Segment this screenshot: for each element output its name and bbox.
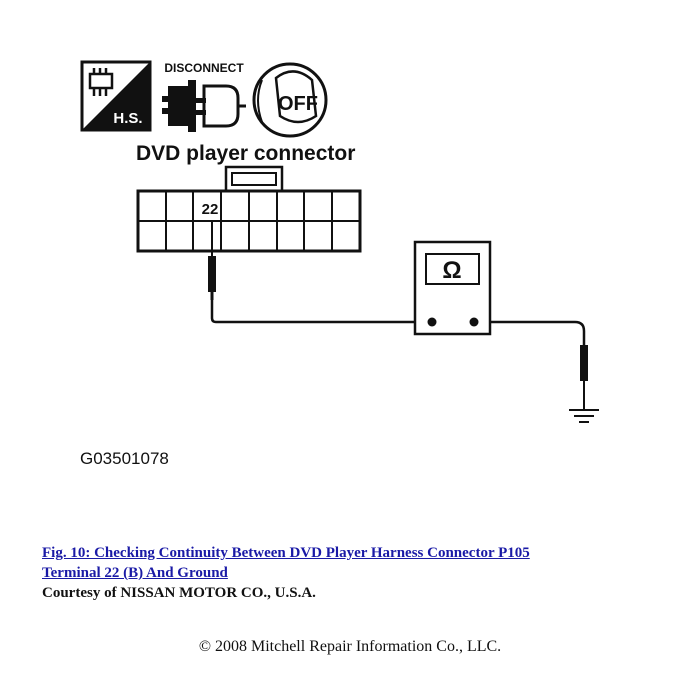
dvd-player-connector (136, 165, 362, 253)
meter-terminal-left (427, 317, 437, 327)
disconnect-icon: DISCONNECT (162, 61, 246, 132)
caption-link-line2[interactable]: Terminal 22 (B) And Ground (42, 565, 228, 581)
wire-to-meter (210, 300, 432, 324)
disconnect-label: DISCONNECT (164, 61, 244, 75)
meter-terminal-right (469, 317, 479, 327)
figure-caption: Fig. 10: Checking Continuity Between DVD… (42, 543, 682, 603)
ohm-symbol: Ω (442, 257, 461, 284)
test-probe-ground (580, 345, 588, 410)
continuity-diagram: H.S. DISCONNECT OFF DVD player connector… (80, 60, 599, 468)
terminal-label: 22 (202, 201, 219, 218)
ground-icon (569, 409, 599, 423)
connector-title: DVD player connector (136, 142, 355, 165)
hs-label: H.S. (113, 110, 142, 127)
wire-to-ground (474, 320, 586, 345)
copyright-footer: © 2008 Mitchell Repair Information Co., … (198, 638, 502, 655)
ignition-off-icon: OFF (252, 62, 328, 138)
figure-code: G03501078 (80, 449, 169, 468)
courtesy-text: Courtesy of NISSAN MOTOR CO., U.S.A. (42, 585, 316, 601)
hs-icon: H.S. (80, 60, 152, 132)
test-probe-connector (208, 222, 216, 300)
caption-link-line1[interactable]: Fig. 10: Checking Continuity Between DVD… (42, 545, 530, 561)
ohmmeter: Ω (413, 240, 492, 336)
off-label: OFF (278, 93, 318, 115)
